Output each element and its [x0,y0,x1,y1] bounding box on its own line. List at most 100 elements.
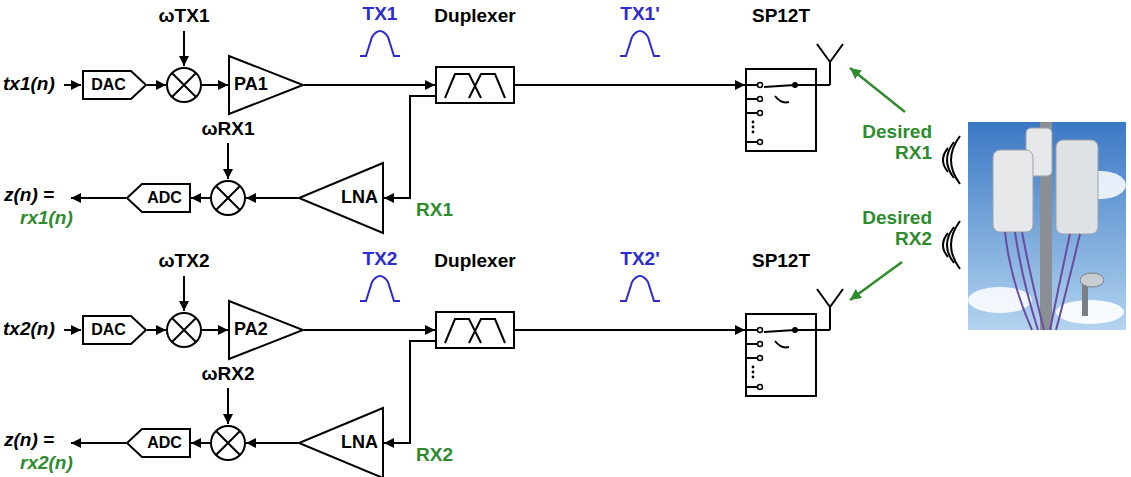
input-arrow [64,84,81,86]
mixer-symbol: ωRX2 [210,425,246,461]
cloud [1056,300,1124,324]
block-label: PA2 [234,320,268,340]
converter-outline [83,316,146,344]
switch-blade [764,85,795,87]
amplifier-triangle [299,408,383,477]
node-outline [166,67,202,103]
amplifier-triangle [299,163,383,233]
switch-box [746,69,816,151]
node-outline [745,313,817,397]
signal-connector [384,341,435,443]
block-caption: ωTX2 [159,251,210,272]
signal-connector [191,442,210,444]
signal-connector [384,96,435,198]
signal-connector [246,442,298,444]
block-label: LNA [341,433,378,453]
spectrum-label: TX1 [363,4,398,25]
signal-name: tx2(n) [3,319,55,340]
switch-throw [745,84,757,86]
signal-name: tx1(n) [3,74,55,95]
switch-contact [758,140,763,145]
signal-connector [147,329,166,331]
node-body: PA1 [228,55,304,115]
dac-block: DAC [82,315,147,345]
node-body: DAC [82,70,147,100]
block-caption: SP12T [752,6,810,27]
antenna-switch: SP12T [745,68,817,152]
switch-pole [792,327,798,333]
signal-connector [147,84,166,86]
switch-contact [758,342,763,347]
block-label: DAC [91,321,126,339]
connectors [147,85,745,443]
output-arrow [71,197,126,199]
node-body: ADC [126,428,191,458]
signal-callout: Desired RX2 [842,208,932,250]
spectrum-label: TX2 [363,249,398,270]
switch-contact [758,97,763,102]
filter-box [436,312,514,348]
switch-box [746,314,816,396]
ellipsis-dot [752,376,755,379]
node-body: LNA [298,407,384,477]
switch-throw [745,112,757,114]
filter-box [436,67,514,103]
mixer-circle [211,181,245,215]
block-label: DAC [91,76,126,94]
signal-connector [304,329,435,331]
adc-block: ADC [126,428,191,458]
antenna-switch: SP12T [745,313,817,397]
signal-connector [202,84,228,86]
converter-outline [127,429,190,457]
sky [968,122,1126,330]
switch-blade [764,330,795,332]
switch-contact [758,111,763,116]
converter-outline [83,71,146,99]
ellipsis-dot [752,131,755,134]
node-outline [166,312,202,348]
block-label: LNA [341,188,378,208]
mixer-symbol: ωRX1 [210,180,246,216]
port-label: RX1 [416,200,453,221]
adc-block: ADC [126,183,191,213]
duplexer-filter: Duplexer [435,66,515,104]
spectrum-label: TX1' [620,4,659,25]
converter-outline [127,184,190,212]
low-noise-amplifier: LNA [298,407,384,477]
mixer-circle [167,68,201,102]
block-label: PA1 [234,75,268,95]
node-outline [210,425,246,461]
switch-throw [745,357,757,359]
amplifier-triangle [229,301,303,359]
switch-pole [792,82,798,88]
node-outline [210,180,246,216]
antenna-symbol [817,44,843,85]
lo-arrow [183,31,185,66]
mixer-cross [216,431,240,455]
node-outline [745,68,817,152]
block-caption: Duplexer [434,251,515,272]
mixer-cross [172,318,196,342]
rotation-arc [775,96,789,102]
signal-connector [191,197,210,199]
filter-curves [445,74,505,98]
switch-throw [745,141,757,143]
ellipsis-dot [752,371,755,374]
switch-common [795,84,817,86]
signal-connector [246,197,298,199]
antenna-feed [817,84,830,86]
switch-throw [745,329,757,331]
switch-contact [758,83,763,88]
signal-connector [304,84,435,86]
ellipsis-dot [752,366,755,369]
wave-arc [951,221,960,269]
radio-unit [993,150,1033,232]
switch-throw [745,98,757,100]
node-body: LNA [298,162,384,234]
signal-callout: Desired RX1 [842,122,932,164]
amplifier-triangle [229,56,303,114]
signal-name: rx2(n) [20,453,73,474]
